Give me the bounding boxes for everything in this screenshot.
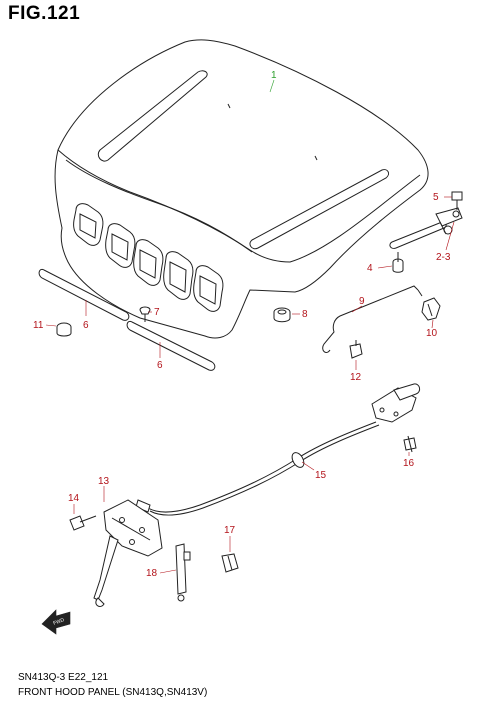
callout-6-upper: 6: [83, 320, 89, 331]
hood-stay-rod-9[interactable]: [322, 285, 423, 353]
callout-7: 7: [154, 307, 160, 318]
callout-18: 18: [146, 568, 158, 579]
callout-6-lower: 6: [157, 360, 163, 371]
leader-lines: [45, 79, 455, 574]
callout-9: 9: [359, 296, 365, 307]
callout-13: 13: [98, 476, 110, 487]
callout-1: 1: [271, 70, 277, 81]
callout-4: 4: [367, 263, 373, 274]
release-cable-15[interactable]: [135, 421, 380, 516]
callout-15: 15: [315, 470, 327, 481]
lever-bolt-14[interactable]: [69, 515, 97, 531]
stay-clip-12[interactable]: [349, 340, 363, 359]
hood-lock-assembly[interactable]: [371, 383, 421, 423]
figure-caption: FRONT HOOD PANEL (SN413Q,SN413V): [18, 687, 208, 698]
hinge-nut-4[interactable]: [392, 252, 404, 273]
callout-17: 17: [224, 525, 236, 536]
callout-16: 16: [403, 458, 415, 469]
hood-panel[interactable]: [54, 39, 429, 339]
callout-2-3: 2-3: [436, 252, 451, 263]
callout-5: 5: [433, 192, 439, 203]
fwd-arrow-label: FWD: [52, 617, 65, 627]
grille-opening-4: [163, 251, 194, 300]
callout-10: 10: [426, 328, 438, 339]
hood-hinge-2-3[interactable]: [389, 207, 463, 249]
hood-cushion-11[interactable]: [56, 322, 72, 337]
grille-opening-2: [105, 223, 136, 268]
hood-seal-upper[interactable]: [38, 268, 130, 321]
hood-seal-lower[interactable]: [126, 320, 216, 371]
seal-clip-7[interactable]: [139, 306, 151, 322]
stay-holder-10[interactable]: [421, 297, 441, 321]
grille-opening-3: [133, 239, 164, 286]
grille-opening-5: [193, 265, 224, 312]
callout-8: 8: [302, 309, 308, 320]
callout-14: 14: [68, 493, 80, 504]
bracket-18[interactable]: [175, 543, 191, 602]
callout-11: 11: [33, 320, 44, 331]
grille-opening-1: [73, 203, 104, 246]
figure-title: FIG.121: [8, 3, 81, 24]
hinge-bolt-5[interactable]: [451, 191, 463, 210]
callout-12: 12: [350, 372, 362, 383]
fwd-arrow: FWD: [41, 609, 71, 635]
figure-code: SN413Q-3 E22_121: [18, 672, 109, 683]
clip-17[interactable]: [221, 553, 239, 573]
cable-clamp-16[interactable]: [403, 435, 417, 453]
release-lever-13[interactable]: [93, 499, 163, 607]
grommet-8[interactable]: [273, 307, 291, 323]
